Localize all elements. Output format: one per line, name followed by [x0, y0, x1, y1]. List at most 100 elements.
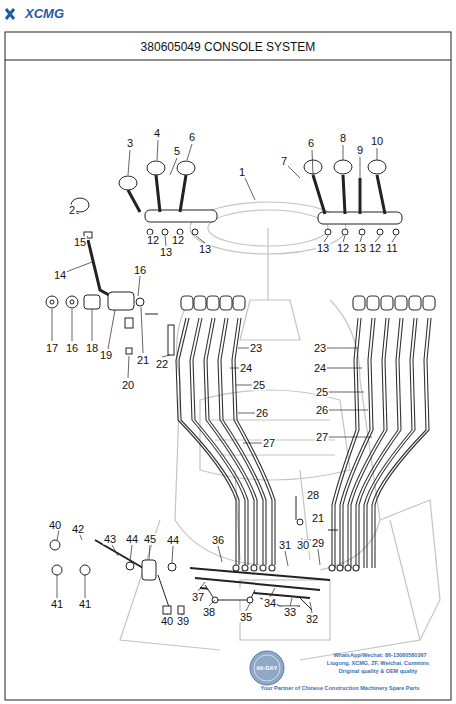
callout-number: 3	[126, 138, 134, 149]
callout-number: 16	[133, 265, 147, 276]
tube	[193, 318, 248, 565]
callout-number: 28	[306, 490, 320, 501]
fitting	[233, 296, 245, 310]
fitting	[381, 296, 393, 310]
end-fitting	[269, 565, 275, 571]
callout-number: 22	[155, 359, 169, 370]
callout-number: 43	[103, 534, 117, 545]
end-fitting	[260, 565, 266, 571]
callout-number: 12	[146, 235, 160, 246]
title: 380605049 CONSOLE SYSTEM	[5, 40, 451, 54]
callout-number: 9	[356, 145, 364, 156]
end-fitting	[233, 565, 239, 571]
callout-number: 21	[311, 513, 325, 524]
callout-number: 35	[239, 612, 253, 623]
callout-number: 24	[239, 363, 253, 374]
end-fitting	[345, 565, 351, 571]
callout-number: 16	[65, 343, 79, 354]
callout-number: 14	[53, 270, 67, 281]
callout-number: 41	[78, 599, 92, 610]
callout-number: 27	[315, 432, 329, 443]
stamp-seal	[250, 651, 284, 685]
callout-number: 23	[313, 343, 327, 354]
callout-number: 25	[252, 380, 266, 391]
fitting	[194, 296, 206, 310]
callout-number: 26	[315, 405, 329, 416]
callout-number: 11	[385, 243, 398, 254]
tube	[207, 318, 257, 565]
tube	[204, 318, 254, 565]
callout-number: 20	[121, 380, 135, 391]
tube	[351, 318, 389, 568]
callout-number: 4	[153, 128, 161, 139]
callout-number: 19	[99, 350, 113, 361]
callout-number: 2	[68, 205, 76, 216]
fitting	[220, 296, 232, 310]
fitting	[353, 296, 365, 310]
fitting	[181, 296, 193, 310]
callout-number: 10	[370, 136, 384, 147]
callout-number: 44	[166, 535, 180, 546]
callout-number: 34	[263, 598, 277, 609]
bottom-linkage	[50, 496, 338, 614]
title-rule	[5, 60, 451, 61]
end-fitting	[353, 565, 359, 571]
callout-number: 12	[368, 243, 382, 254]
fitting	[423, 296, 435, 310]
tube	[356, 318, 400, 568]
callout-number: 44	[125, 534, 139, 545]
callout-number: 39	[176, 616, 190, 627]
frame	[5, 32, 451, 700]
callout-number: 27	[262, 438, 276, 449]
tube	[218, 318, 263, 565]
callout-number: 7	[280, 156, 288, 167]
tube	[359, 318, 403, 568]
end-fitting	[251, 565, 257, 571]
callout-number: 41	[50, 599, 64, 610]
callout-number: 26	[255, 408, 269, 419]
hydraulic-tubes	[176, 296, 435, 571]
fitting	[395, 296, 407, 310]
tube	[221, 318, 266, 565]
callout-number: 37	[191, 592, 205, 603]
callout-number: 40	[160, 616, 174, 627]
tube	[375, 318, 431, 568]
callout-number: 6	[307, 138, 315, 149]
callout-number: 18	[85, 343, 99, 354]
callout-number: 17	[45, 343, 59, 354]
callout-number: 1	[238, 167, 246, 178]
callout-number: 8	[339, 133, 347, 144]
callout-number: 13	[353, 243, 367, 254]
callout-number: 45	[143, 534, 157, 545]
fitting	[207, 296, 219, 310]
ghost-console	[120, 202, 440, 660]
callout-number: 13	[316, 243, 330, 254]
callout-number: 36	[211, 535, 225, 546]
end-fitting	[337, 565, 343, 571]
end-fitting	[242, 565, 248, 571]
callout-number: 25	[315, 387, 329, 398]
callout-number: 13	[198, 244, 212, 255]
callout-number: 15	[73, 237, 87, 248]
callout-number: 23	[249, 343, 263, 354]
end-fitting	[329, 565, 335, 571]
stamp-text: 90-DAY	[256, 663, 279, 674]
callout-number: 33	[283, 607, 297, 618]
callout-number: 6	[188, 132, 196, 143]
callout-number: 12	[171, 235, 185, 246]
right-control-levers	[304, 160, 402, 235]
watermark-text: Your Partner of Chinese Construction Mac…	[259, 685, 420, 691]
callout-number: 29	[311, 538, 325, 549]
leader-lines	[52, 140, 396, 615]
callout-number: 40	[48, 520, 62, 531]
callout-number: 5	[173, 146, 181, 157]
watermark-text: WhatsApp/Wechat: 86-13080580367	[332, 652, 427, 658]
logo-mark	[6, 9, 14, 19]
fitting	[409, 296, 421, 310]
watermark-text: Liugong, XCMG, ZF, Weichai, Cummins	[326, 660, 430, 666]
fitting	[367, 296, 379, 310]
callout-number: 12	[336, 243, 350, 254]
callout-number: 30	[296, 540, 310, 551]
watermark-text: Original quality & OEM quality	[338, 668, 419, 674]
callout-number: 21	[136, 355, 150, 366]
